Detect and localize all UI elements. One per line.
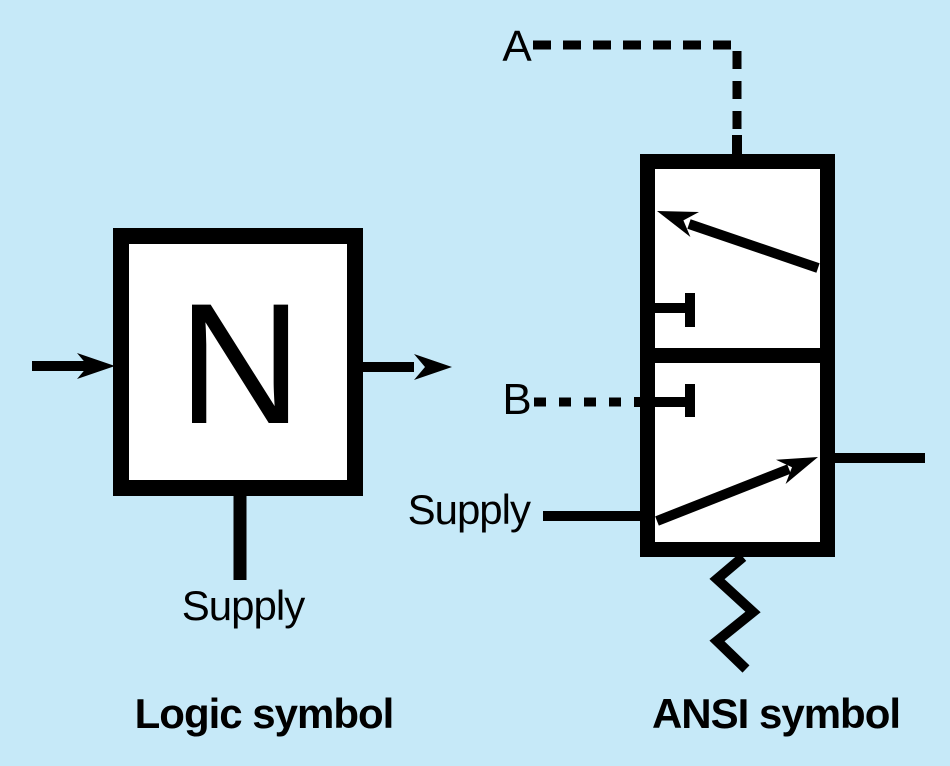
logic-symbol-group: N Supply Logic symbol bbox=[32, 228, 452, 737]
logic-input-arrowhead-icon bbox=[77, 353, 115, 379]
top-cell-flow-line bbox=[687, 219, 820, 273]
bottom-cell-arrowhead-icon bbox=[776, 457, 818, 484]
top-cell-arrowhead-icon bbox=[657, 211, 699, 237]
pilot-a-dashed-line bbox=[533, 40, 742, 148]
bottom-cell-flow-line bbox=[655, 464, 791, 526]
port-b-label: B bbox=[502, 375, 531, 424]
ansi-symbol-group: A B Supply ANS bbox=[408, 22, 925, 737]
port-a-label: A bbox=[502, 22, 532, 71]
logic-symbol-caption: Logic symbol bbox=[135, 690, 394, 737]
ansi-symbol-caption: ANSI symbol bbox=[652, 690, 900, 737]
logic-supply-label: Supply bbox=[182, 582, 305, 629]
logic-letter: N bbox=[178, 268, 302, 460]
return-spring-icon bbox=[709, 553, 761, 673]
logic-output-arrowhead-icon bbox=[414, 354, 452, 380]
ansi-supply-label: Supply bbox=[408, 486, 531, 533]
logic-symbol-box bbox=[113, 228, 363, 496]
